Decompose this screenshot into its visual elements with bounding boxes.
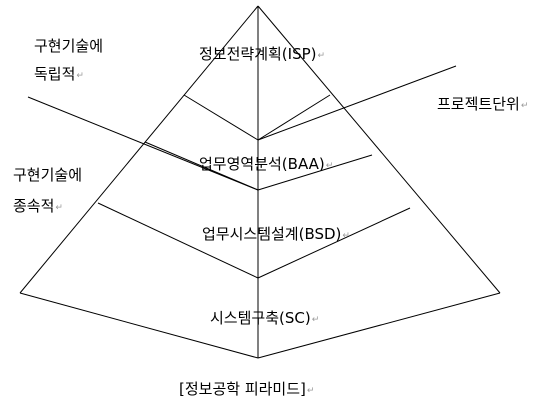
layer-label-isp: 정보전략계획(ISP)↵ (199, 45, 326, 63)
layer3-boundary-left (97, 202, 259, 279)
paragraph-mark-icon: ↵ (520, 101, 529, 111)
paragraph-mark-icon: ↵ (317, 51, 326, 61)
diagram-caption: [정보공학 피라미드]↵ (179, 380, 315, 398)
pyramid-base-left (19, 292, 259, 359)
paragraph-mark-icon: ↵ (325, 161, 334, 171)
layer-label-sc: 시스템구축(SC)↵ (210, 309, 320, 327)
project-unit-line (257, 65, 457, 141)
annotation-dependent-line1: 구현기술에 (13, 166, 83, 184)
pyramid-base-right (257, 292, 501, 359)
layer1-boundary-left (183, 94, 259, 141)
annotation-independent-line2: 독립적↵ (34, 65, 84, 83)
pyramid-left-edge (19, 5, 259, 294)
paragraph-mark-icon: ↵ (306, 386, 315, 396)
annotation-project-unit: 프로젝트단위↵ (437, 95, 529, 113)
layer-label-bsd: 업무시스템설계(BSD)↵ (202, 225, 350, 243)
layer1-boundary-right (257, 94, 331, 141)
pyramid-right-edge (257, 5, 501, 294)
layer3-boundary-right (257, 207, 411, 279)
paragraph-mark-icon: ↵ (342, 231, 350, 241)
paragraph-mark-icon: ↵ (311, 315, 320, 325)
independence-divider-line (27, 96, 259, 191)
layer-label-baa: 업무영역분석(BAA)↵ (199, 155, 334, 173)
paragraph-mark-icon: ↵ (76, 71, 84, 81)
layer2-boundary-right (257, 154, 373, 191)
annotation-independent-line1: 구현기술에 (34, 37, 104, 55)
annotation-dependent-line2: 종속적↵ (13, 197, 63, 215)
paragraph-mark-icon: ↵ (55, 203, 63, 213)
